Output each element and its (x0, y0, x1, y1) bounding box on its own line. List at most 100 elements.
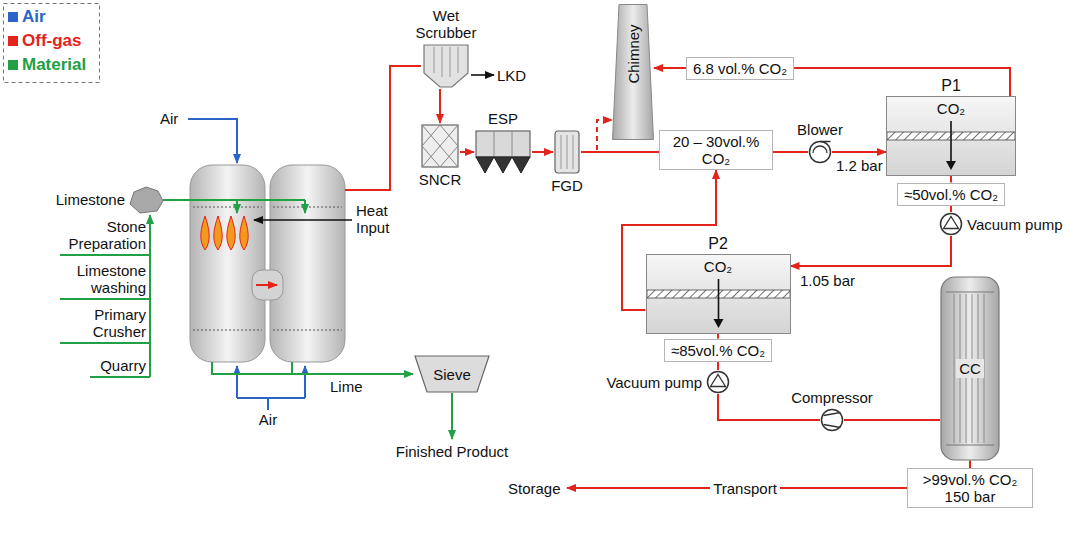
sieve-text: Sieve (433, 366, 471, 383)
offgas-connector (791, 236, 952, 266)
drawing-part (227, 216, 235, 250)
drawing-part (236, 366, 238, 398)
drawing-part (717, 279, 719, 319)
stream-box: >99vol.% CO₂ 150 bar (907, 468, 1033, 508)
stream-box: 20 – 30vol.% CO₂ (659, 130, 773, 170)
drawing-part (270, 165, 345, 362)
drawing-part (822, 410, 843, 431)
membrane-module: CO₂ (646, 254, 791, 334)
drawing-part (451, 393, 453, 439)
drawing-part (149, 215, 151, 377)
drawing-part (415, 356, 489, 392)
scrubber-symbol (421, 43, 471, 89)
drawing-part (201, 216, 209, 250)
offgas-connector (773, 151, 808, 153)
membrane-module: CO₂ (886, 96, 1016, 176)
process-step: Quarry (100, 357, 146, 374)
process-step: Stone Preparation (58, 218, 146, 252)
esp-unit-text: ESP (488, 110, 518, 127)
drawing-part (256, 284, 277, 286)
legend-swatch (8, 60, 18, 70)
legend-text: Material (22, 55, 86, 75)
drawing-part (254, 219, 352, 221)
drawing-part (941, 214, 962, 235)
drawing-part (711, 375, 726, 387)
process-step: Limestone washing (58, 262, 146, 296)
legend-item: Off-gas (8, 31, 82, 51)
vacuum-pump-text: Vacuum pump (967, 216, 1063, 233)
offgas-connector (717, 362, 719, 371)
esp-unit: ESP (474, 110, 532, 175)
drawing-part (212, 362, 413, 374)
drawing-part (252, 270, 283, 300)
membrane-stage-text: P2 (708, 235, 728, 253)
air-lines (188, 119, 305, 410)
drawing-part (291, 362, 293, 374)
offgas-connector (654, 67, 686, 69)
drawing-part (163, 199, 305, 201)
drawing-part (476, 131, 530, 157)
stream-box-text: ≈50vol.% CO₂ (904, 186, 998, 203)
legend-item: Material (8, 55, 86, 75)
drawing-part (941, 277, 999, 460)
pressure-label: 1.2 bar (836, 157, 883, 174)
offgas-connector (439, 89, 441, 123)
drawing-part (422, 125, 458, 167)
fgd-symbol (553, 129, 581, 175)
drawing-part (345, 66, 421, 190)
membrane-stage: P1CO₂ (886, 77, 1016, 176)
legend-frame (4, 4, 100, 83)
pressure-label: 1.05 bar (800, 272, 855, 289)
offgas-connector (794, 68, 1010, 96)
stream-box: ≈50vol.% CO₂ (897, 183, 1005, 206)
blower-symbol (808, 140, 832, 164)
drawing-part (954, 294, 955, 443)
drawing-part (950, 121, 952, 161)
lime-kiln (190, 165, 345, 362)
drawing-part (824, 413, 841, 428)
cryogenic-column: CC (940, 276, 1000, 461)
sieve: Sieve (414, 355, 490, 393)
drawing-part (810, 142, 831, 163)
membrane-stage-text: CO₂ (704, 258, 732, 275)
process-step: Primary Crusher (58, 306, 146, 340)
offgas-connector (581, 120, 612, 152)
offgas-connector (950, 206, 952, 213)
legend-text: Air (22, 7, 46, 27)
sncr-unit: SNCR (419, 123, 462, 188)
drawing-part (708, 372, 729, 393)
flow-label: Air (259, 411, 277, 428)
vacuum-pump: Vacuum pump (939, 212, 1063, 236)
heat-and-residue-arrows (254, 75, 494, 220)
storage-label: Storage (508, 480, 561, 497)
drawing-part (946, 161, 956, 170)
drawing-part (471, 74, 494, 76)
vacuum-pump-text: Vacuum pump (606, 374, 702, 391)
stream-box: ≈85vol.% CO₂ (664, 339, 772, 362)
scrubber-unit: Wet Scrubber (410, 7, 482, 89)
cryogenic-column-text: CC (956, 359, 984, 378)
sncr-symbol (420, 123, 460, 169)
vacuum-symbol (939, 212, 963, 236)
drawing-part (813, 142, 831, 154)
drawing-part (190, 165, 265, 362)
chimney: Chimney (612, 4, 654, 140)
legend-swatch (8, 12, 18, 22)
limestone-rock (130, 187, 163, 213)
drawing-part (946, 292, 994, 445)
drawing-part (424, 45, 468, 87)
membrane-stage-text: P1 (941, 77, 961, 95)
stream-box-text: 6.8 vol.% CO₂ (693, 60, 787, 77)
drawing-part (240, 216, 248, 250)
vacuum-pump: Vacuum pump (606, 370, 730, 394)
vacuum-symbol (706, 370, 730, 394)
drawing-part (422, 125, 458, 167)
drawing-part (476, 157, 530, 173)
drawing-part (236, 200, 238, 213)
drawing-part (944, 217, 959, 229)
drawing-part (494, 131, 512, 157)
blower-text: Blower (797, 121, 843, 138)
stream-box-text: >99vol.% CO₂ 150 bar (914, 471, 1026, 505)
